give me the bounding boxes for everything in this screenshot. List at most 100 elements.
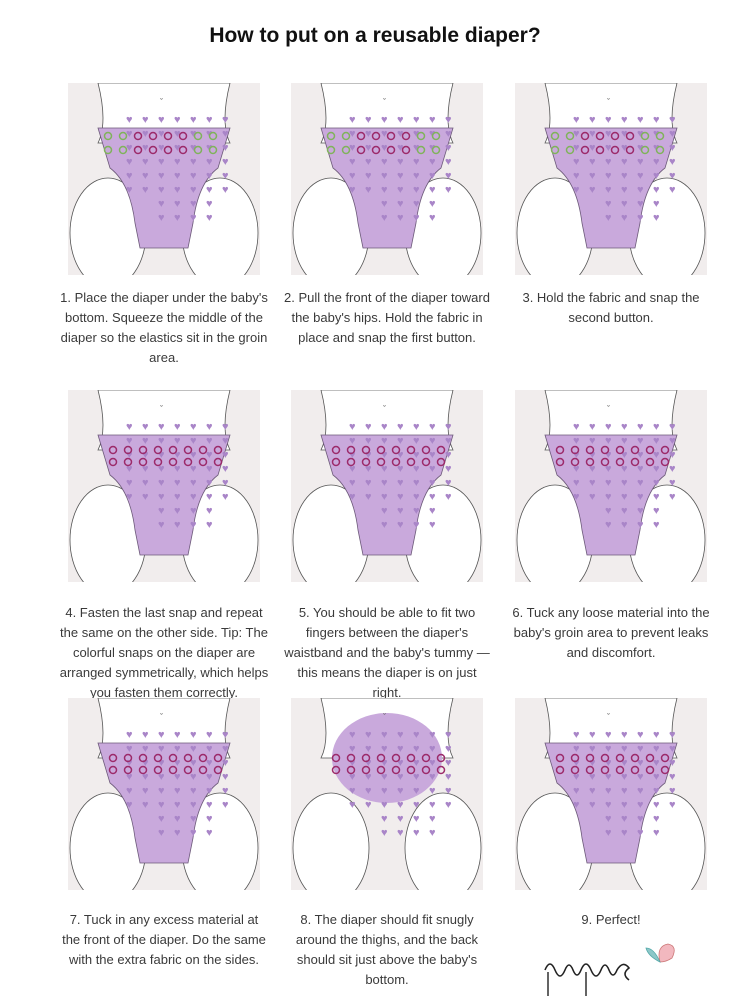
svg-text:♥: ♥ <box>621 463 628 475</box>
svg-text:♥: ♥ <box>573 743 580 755</box>
svg-text:♥: ♥ <box>349 491 356 503</box>
svg-text:♥: ♥ <box>573 142 580 154</box>
svg-text:♥: ♥ <box>605 757 612 769</box>
svg-text:♥: ♥ <box>637 170 644 182</box>
svg-text:♥: ♥ <box>158 421 165 433</box>
svg-text:♥: ♥ <box>206 505 213 517</box>
svg-text:♥: ♥ <box>349 771 356 783</box>
svg-text:♥: ♥ <box>206 813 213 825</box>
svg-text:♥: ♥ <box>637 799 644 811</box>
svg-text:♥: ♥ <box>429 785 436 797</box>
svg-text:♥: ♥ <box>589 114 596 126</box>
svg-text:♥: ♥ <box>365 771 372 783</box>
svg-text:♥: ♥ <box>653 435 660 447</box>
svg-text:♥: ♥ <box>349 435 356 447</box>
svg-text:♥: ♥ <box>190 477 197 489</box>
svg-text:♥: ♥ <box>397 799 404 811</box>
svg-text:♥: ♥ <box>413 785 420 797</box>
svg-text:♥: ♥ <box>637 813 644 825</box>
svg-text:♥: ♥ <box>605 184 612 196</box>
svg-text:♥: ♥ <box>605 785 612 797</box>
svg-text:♥: ♥ <box>397 477 404 489</box>
svg-text:♥: ♥ <box>573 435 580 447</box>
svg-text:♥: ♥ <box>573 421 580 433</box>
svg-text:♥: ♥ <box>413 463 420 475</box>
svg-text:♥: ♥ <box>365 114 372 126</box>
svg-text:♥: ♥ <box>142 743 149 755</box>
svg-text:♥: ♥ <box>445 785 452 797</box>
svg-text:♥: ♥ <box>158 114 165 126</box>
svg-text:♥: ♥ <box>381 519 388 531</box>
svg-text:♥: ♥ <box>621 519 628 531</box>
svg-text:♥: ♥ <box>653 729 660 741</box>
svg-text:♥: ♥ <box>669 142 676 154</box>
svg-text:♥: ♥ <box>190 421 197 433</box>
svg-text:♥: ♥ <box>365 729 372 741</box>
svg-text:ˇ: ˇ <box>383 404 386 414</box>
svg-text:♥: ♥ <box>381 212 388 224</box>
svg-text:♥: ♥ <box>621 142 628 154</box>
svg-text:♥: ♥ <box>653 813 660 825</box>
svg-text:♥: ♥ <box>126 799 133 811</box>
svg-text:♥: ♥ <box>397 785 404 797</box>
svg-text:♥: ♥ <box>142 799 149 811</box>
svg-text:♥: ♥ <box>126 156 133 168</box>
svg-text:♥: ♥ <box>365 156 372 168</box>
svg-text:♥: ♥ <box>429 757 436 769</box>
svg-text:♥: ♥ <box>589 421 596 433</box>
svg-text:♥: ♥ <box>222 729 229 741</box>
svg-text:♥: ♥ <box>573 757 580 769</box>
svg-text:♥: ♥ <box>206 729 213 741</box>
svg-text:♥: ♥ <box>589 156 596 168</box>
svg-text:♥: ♥ <box>637 519 644 531</box>
svg-text:♥: ♥ <box>174 128 181 140</box>
svg-text:♥: ♥ <box>669 156 676 168</box>
svg-text:♥: ♥ <box>429 729 436 741</box>
svg-text:♥: ♥ <box>222 785 229 797</box>
svg-text:♥: ♥ <box>190 449 197 461</box>
snap-buttons <box>326 131 441 155</box>
svg-text:♥: ♥ <box>573 785 580 797</box>
svg-text:♥: ♥ <box>381 449 388 461</box>
svg-text:♥: ♥ <box>637 435 644 447</box>
svg-text:♥: ♥ <box>429 435 436 447</box>
svg-text:♥: ♥ <box>397 463 404 475</box>
svg-text:♥: ♥ <box>126 785 133 797</box>
svg-text:♥: ♥ <box>573 114 580 126</box>
svg-text:♥: ♥ <box>222 170 229 182</box>
svg-text:♥: ♥ <box>413 477 420 489</box>
snap-buttons <box>550 131 665 155</box>
svg-text:♥: ♥ <box>413 198 420 210</box>
step-illustration-8: ♥♥♥♥♥♥♥♥♥♥♥♥♥♥♥♥♥♥♥♥♥♥♥♥♥♥♥♥♥♥♥♥♥♥♥♥♥♥♥♥… <box>291 698 483 890</box>
svg-text:♥: ♥ <box>158 813 165 825</box>
svg-text:♥: ♥ <box>381 198 388 210</box>
svg-text:♥: ♥ <box>190 799 197 811</box>
svg-text:♥: ♥ <box>413 156 420 168</box>
svg-text:♥: ♥ <box>669 757 676 769</box>
step-caption-4: 4. Fasten the last snap and repeat the s… <box>59 605 269 700</box>
step-illustration-2: ♥♥♥♥♥♥♥♥♥♥♥♥♥♥♥♥♥♥♥♥♥♥♥♥♥♥♥♥♥♥♥♥♥♥♥♥♥♥♥♥… <box>291 83 483 275</box>
svg-text:♥: ♥ <box>349 463 356 475</box>
svg-text:♥: ♥ <box>158 156 165 168</box>
svg-text:♥: ♥ <box>605 463 612 475</box>
svg-text:♥: ♥ <box>669 421 676 433</box>
svg-text:♥: ♥ <box>621 757 628 769</box>
svg-text:♥: ♥ <box>349 743 356 755</box>
svg-text:♥: ♥ <box>637 156 644 168</box>
svg-text:♥: ♥ <box>445 142 452 154</box>
step-illustration-3: ♥♥♥♥♥♥♥♥♥♥♥♥♥♥♥♥♥♥♥♥♥♥♥♥♥♥♥♥♥♥♥♥♥♥♥♥♥♥♥♥… <box>515 83 707 275</box>
svg-text:♥: ♥ <box>222 799 229 811</box>
svg-text:♥: ♥ <box>142 156 149 168</box>
svg-text:♥: ♥ <box>381 477 388 489</box>
svg-text:♥: ♥ <box>589 463 596 475</box>
svg-text:♥: ♥ <box>413 799 420 811</box>
svg-text:♥: ♥ <box>669 491 676 503</box>
svg-text:♥: ♥ <box>222 463 229 475</box>
svg-text:♥: ♥ <box>429 170 436 182</box>
svg-text:♥: ♥ <box>637 743 644 755</box>
svg-text:♥: ♥ <box>637 463 644 475</box>
svg-text:♥: ♥ <box>413 449 420 461</box>
svg-text:♥: ♥ <box>637 771 644 783</box>
svg-text:♥: ♥ <box>142 477 149 489</box>
svg-text:♥: ♥ <box>381 771 388 783</box>
